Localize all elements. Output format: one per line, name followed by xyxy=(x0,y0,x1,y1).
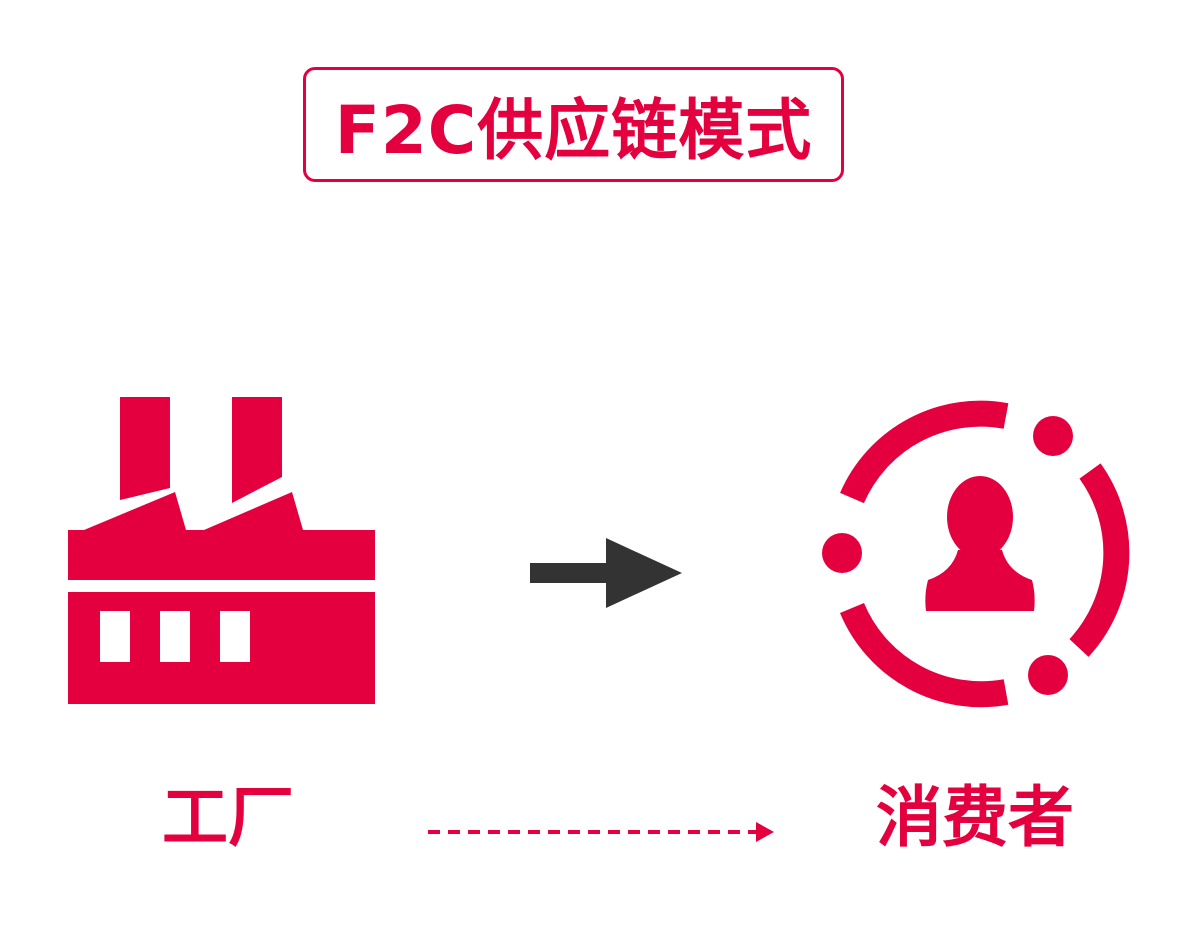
dashed-arrow xyxy=(428,822,774,842)
factory-icon xyxy=(68,397,375,704)
consumer-label: 消费者 xyxy=(876,779,1074,856)
consumer-icon xyxy=(822,400,1130,708)
diagram-title: F2C供应链模式 xyxy=(334,91,813,169)
arrow-icon xyxy=(530,538,682,608)
title-box: F2C供应链模式 xyxy=(303,67,844,182)
factory-label: 工厂 xyxy=(162,779,294,856)
